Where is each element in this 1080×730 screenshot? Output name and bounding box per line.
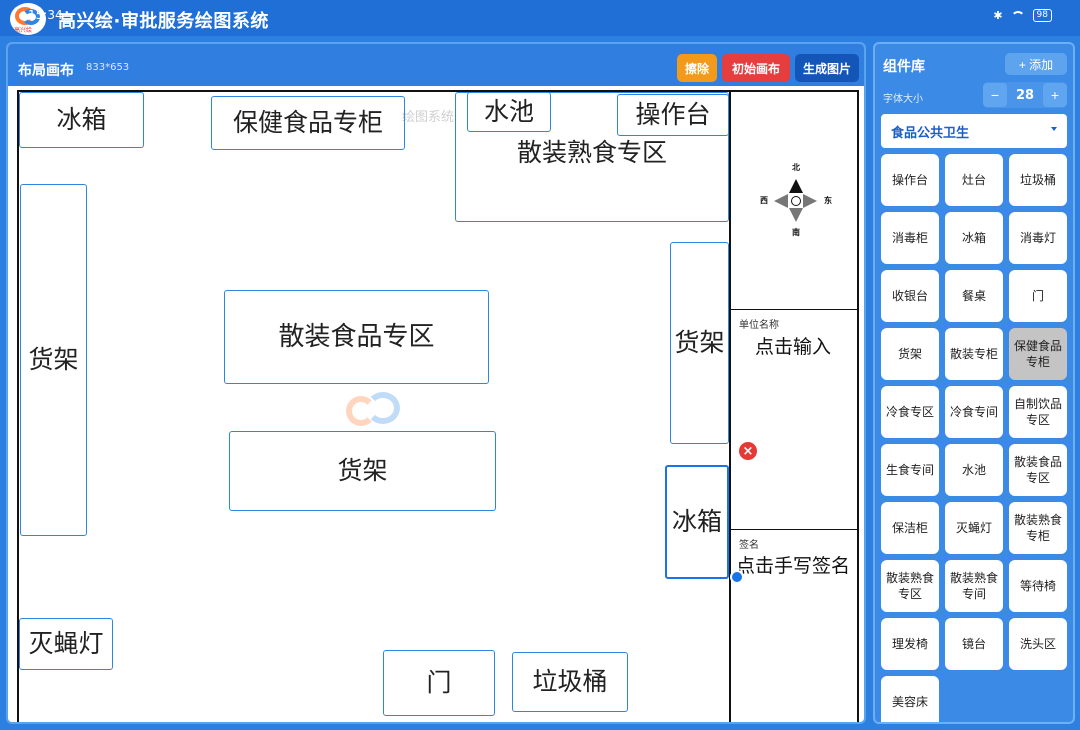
component-tile[interactable]: 操作台 bbox=[881, 154, 939, 206]
compass-east: 东 bbox=[824, 196, 832, 205]
category-select-value: 食品公共卫生 bbox=[891, 125, 970, 141]
layout-item-sink[interactable]: 水池 bbox=[467, 92, 551, 132]
status-icons: ✱ 98 bbox=[993, 9, 1052, 22]
component-tile[interactable]: 洗头区 bbox=[1009, 618, 1067, 670]
bluetooth-icon: ✱ bbox=[993, 9, 1003, 22]
status-time: 15:34 bbox=[28, 8, 63, 22]
component-tile[interactable]: 灶台 bbox=[945, 154, 1003, 206]
canvas-size: 833*653 bbox=[86, 62, 130, 73]
compass-west: 西 bbox=[760, 196, 768, 205]
canvas-panel: 布局画布 833*653 擦除 初始画布 生成图片 绘图系统 冰箱 保健食品专柜… bbox=[6, 42, 866, 724]
app-logo: 高兴绘 bbox=[10, 3, 46, 35]
component-tile[interactable]: 门 bbox=[1009, 270, 1067, 322]
layout-item-cooked-food-zone[interactable]: 散装熟食专区 bbox=[455, 92, 729, 222]
signature-input[interactable]: 点击手写签名 bbox=[736, 555, 851, 577]
watermark-text: 绘图系统 bbox=[402, 110, 455, 125]
info-column: 北 南 西 东 单位名称 点击输入 签名 点击手写签名 bbox=[729, 92, 859, 722]
compass-north: 北 bbox=[792, 163, 800, 172]
layout-item-trash-bin[interactable]: 垃圾桶 bbox=[512, 652, 628, 712]
battery-icon: 98 bbox=[1032, 9, 1052, 22]
component-tile[interactable]: 散装食品专区 bbox=[1009, 444, 1067, 496]
component-tile[interactable]: 美容床 bbox=[881, 676, 939, 722]
font-size-label: 字体大小 bbox=[883, 94, 923, 105]
layout-item-shelf-right[interactable]: 货架 bbox=[670, 242, 729, 444]
layout-item-fly-lamp[interactable]: 灭蝇灯 bbox=[19, 618, 113, 670]
layout-item-door[interactable]: 门 bbox=[383, 650, 495, 716]
delete-item-icon[interactable]: × bbox=[739, 442, 757, 460]
component-tile[interactable]: 散装专柜 bbox=[945, 328, 1003, 380]
top-bar: 高兴绘 15:34 高兴绘·审批服务绘图系统 ✱ 98 bbox=[0, 0, 1080, 36]
component-tile[interactable]: 消毒柜 bbox=[881, 212, 939, 264]
component-tile[interactable]: 散装熟食专柜 bbox=[1009, 502, 1067, 554]
chevron-down-icon bbox=[1051, 127, 1057, 131]
library-title: 组件库 bbox=[883, 59, 925, 75]
canvas-title: 布局画布 bbox=[18, 63, 74, 79]
font-size-value: 28 bbox=[1015, 87, 1035, 103]
compass-arrow-south-icon bbox=[789, 208, 803, 222]
compass-south: 南 bbox=[792, 228, 800, 237]
layout-item-fridge-2[interactable]: 冰箱 bbox=[665, 465, 729, 579]
unit-name-input[interactable]: 点击输入 bbox=[755, 336, 832, 358]
wifi-icon bbox=[1010, 10, 1025, 21]
signature-box: 签名 点击手写签名 bbox=[731, 530, 859, 722]
component-tile[interactable]: 货架 bbox=[881, 328, 939, 380]
component-tile[interactable]: 垃圾桶 bbox=[1009, 154, 1067, 206]
component-tile[interactable]: 生食专间 bbox=[881, 444, 939, 496]
component-tile[interactable]: 保健食品专柜 bbox=[1009, 328, 1067, 380]
compass-center-icon bbox=[791, 196, 801, 206]
component-tile[interactable]: 散装熟食专间 bbox=[945, 560, 1003, 612]
category-select[interactable]: 食品公共卫生 bbox=[881, 114, 1067, 148]
component-tile[interactable]: 消毒灯 bbox=[1009, 212, 1067, 264]
component-tile[interactable]: 冷食专区 bbox=[881, 386, 939, 438]
resize-handle[interactable] bbox=[730, 570, 744, 584]
compass-arrow-east-icon bbox=[803, 194, 817, 208]
canvas-panel-header: 布局画布 833*653 擦除 初始画布 生成图片 bbox=[8, 44, 864, 86]
unit-name-label: 单位名称 bbox=[739, 320, 779, 331]
layout-item-fridge-1[interactable]: 冰箱 bbox=[19, 92, 144, 148]
layout-item-shelf-left[interactable]: 货架 bbox=[20, 184, 87, 536]
component-tile[interactable]: 餐桌 bbox=[945, 270, 1003, 322]
font-size-decrease-button[interactable]: − bbox=[983, 83, 1007, 107]
layout-item-bulk-food-zone[interactable]: 散装食品专区 bbox=[224, 290, 489, 384]
component-tile[interactable]: 冰箱 bbox=[945, 212, 1003, 264]
font-size-increase-button[interactable]: + bbox=[1043, 83, 1067, 107]
component-library: 组件库 + 添加 字体大小 − 28 + 食品公共卫生 操作台灶台垃圾桶消毒柜冰… bbox=[873, 42, 1075, 724]
component-tile[interactable]: 保洁柜 bbox=[881, 502, 939, 554]
component-grid: 操作台灶台垃圾桶消毒柜冰箱消毒灯收银台餐桌门货架散装专柜保健食品专柜冷食专区冷食… bbox=[881, 154, 1073, 722]
layout-item-health-food-cabinet[interactable]: 保健食品专柜 bbox=[211, 96, 405, 150]
erase-button[interactable]: 擦除 bbox=[677, 54, 717, 82]
component-tile[interactable]: 灭蝇灯 bbox=[945, 502, 1003, 554]
init-canvas-button[interactable]: 初始画布 bbox=[722, 54, 790, 82]
watermark-logo bbox=[346, 392, 406, 432]
component-tile[interactable]: 镜台 bbox=[945, 618, 1003, 670]
component-tile[interactable]: 散装熟食专区 bbox=[881, 560, 939, 612]
component-tile[interactable]: 水池 bbox=[945, 444, 1003, 496]
generate-image-button[interactable]: 生成图片 bbox=[795, 54, 859, 82]
unit-name-box: 单位名称 点击输入 bbox=[731, 310, 859, 530]
component-tile[interactable]: 收银台 bbox=[881, 270, 939, 322]
component-tile[interactable]: 理发椅 bbox=[881, 618, 939, 670]
compass: 北 南 西 东 bbox=[731, 92, 859, 310]
font-size-stepper: − 28 + bbox=[983, 82, 1067, 108]
component-tile[interactable]: 等待椅 bbox=[1009, 560, 1067, 612]
app-title: 高兴绘·审批服务绘图系统 bbox=[58, 11, 269, 32]
layout-item-worktable[interactable]: 操作台 bbox=[617, 94, 729, 136]
layout-canvas[interactable]: 绘图系统 冰箱 保健食品专柜 水池 操作台 散装熟食专区 货架 散装食品专区 货… bbox=[17, 90, 859, 722]
signature-label: 签名 bbox=[739, 540, 759, 551]
compass-arrow-west-icon bbox=[774, 194, 788, 208]
layout-item-shelf-center[interactable]: 货架 bbox=[229, 431, 496, 511]
component-tile[interactable]: 冷食专间 bbox=[945, 386, 1003, 438]
add-component-button[interactable]: + 添加 bbox=[1005, 53, 1067, 75]
compass-arrow-north-icon bbox=[789, 179, 803, 193]
component-tile[interactable]: 自制饮品专区 bbox=[1009, 386, 1067, 438]
